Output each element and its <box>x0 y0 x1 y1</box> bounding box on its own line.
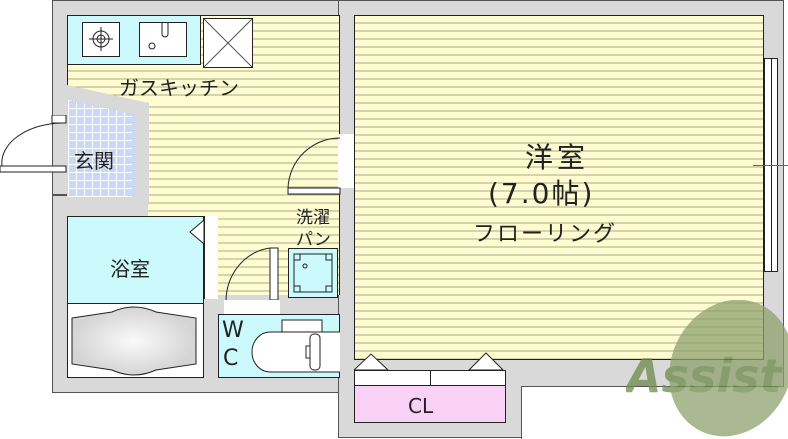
refrigerator-space <box>203 18 253 68</box>
bathroom-label: 浴室 <box>110 257 150 281</box>
entrance-label: 玄関 <box>74 149 114 173</box>
western-room-size: (7.0帖) <box>488 177 595 210</box>
closet-doors[interactable] <box>354 370 506 386</box>
toilet-icon <box>251 319 340 373</box>
bathroom-floor <box>67 216 204 304</box>
closet-label: CL <box>408 394 434 418</box>
closet-door-markers <box>354 352 505 371</box>
wc-label-c: C <box>223 346 239 371</box>
bathtub-icon <box>71 306 197 376</box>
wall-edge <box>521 386 784 387</box>
kitchen-label: ガスキッチン <box>119 76 239 100</box>
bathtub <box>67 303 204 378</box>
western-room-flooring: フローリング <box>473 222 618 247</box>
wall-edge <box>521 386 522 439</box>
assist-watermark-logo: Assist <box>626 300 788 437</box>
western-room-floor <box>354 15 764 360</box>
bath-door-marker <box>189 218 205 246</box>
burner-icon <box>89 27 113 51</box>
western-room-label: 洋室 <box>525 141 590 174</box>
wall-edge <box>338 437 522 438</box>
kitchen-sink <box>139 20 187 57</box>
gas-stove <box>82 22 120 57</box>
laundry-pan-icon <box>293 253 333 293</box>
bath-door-gap <box>204 216 218 299</box>
entrance-door[interactable] <box>0 115 68 175</box>
wc-door[interactable] <box>218 244 288 316</box>
laundry-label-1: 洗濯 <box>296 208 330 228</box>
wc-label-w: W <box>222 318 244 343</box>
closet <box>354 385 506 423</box>
svg-text:Assist: Assist <box>626 349 784 403</box>
window-tick <box>753 165 788 166</box>
entrance-tile <box>68 100 132 197</box>
room-door[interactable] <box>286 130 356 196</box>
laundry-label-2: パン <box>296 230 331 250</box>
cross-box-icon <box>203 18 253 68</box>
faucet-icon <box>148 20 169 50</box>
laundry-pan <box>288 248 338 298</box>
